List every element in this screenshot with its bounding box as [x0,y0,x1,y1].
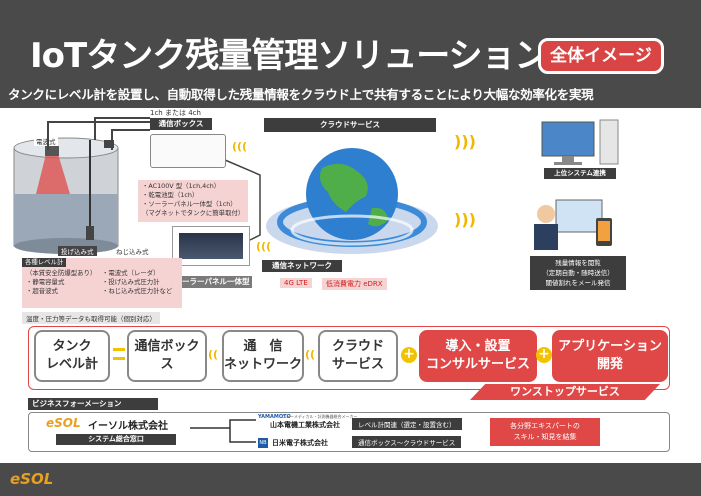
cloud-wave-top-icon: ))) [454,132,476,151]
solar-label: ソーラーパネル一体型 [172,276,252,288]
esol-logo-small: eSOL [46,416,81,430]
comm-box-specs: ・AC100V 型（1ch,4ch） ・乾電池型（1ch） ・ソーラーパネル一体… [138,180,248,222]
esol-footer-logo: eSOL [10,470,54,488]
comm-box-wave-icon: ((( [232,140,248,153]
flow-tank-level: タンク レベル計 [34,330,110,382]
user-illustration [530,198,616,252]
solar-wave-icon: ((( [256,240,272,253]
user-info-box: 残量情報を閲覧 （定期自動・随時送信） 閾値割れをメール発信 [530,256,626,290]
plus-icon-1: + [401,347,417,363]
yamamoto-logo: YAMAMOTO [258,414,291,420]
role2: 通信ボックス〜クラウドサービス [352,436,462,448]
overview-badge: 全体イメージ [538,38,664,74]
level-meter-box: 各種レベル計 （本質安全防爆型あり） ・静電容量式 ・超音波式 ・電波式（レーダ… [22,258,182,308]
pc-illustration [540,118,620,166]
lte-label: 4G LTE [280,278,312,288]
cloud-label: クラウドサービス [264,118,436,132]
level-meter-note: 温度・圧力等データも取得可能（個別対応） [22,312,160,324]
expert-box: 各分野エキスパートの スキル・知見を結集 [490,418,600,446]
flow-wave-icon-2: (( [305,348,316,361]
nb-logo: NB [258,438,268,448]
equals-icon [113,348,125,360]
radar-label: 電波式 [34,136,58,146]
solar-panel [172,226,250,266]
edrx-label: 低消費電力 eDRX [322,278,387,290]
flow-consult: 導入・設置 コンサルサービス [419,330,537,382]
flow-app: アプリケーション 開発 [552,330,668,382]
page-subtitle: タンクにレベル計を設置し、自動取得した残量情報をクラウド上で共有することにより大… [8,87,594,102]
tank-illustration [12,132,122,254]
flow-frame [28,326,670,390]
business-frame [28,412,670,452]
business-connector [190,419,256,443]
company-name: イーソル株式会社 [88,421,168,432]
partner2-name: 日米電子株式会社 [272,439,328,447]
insert-label: 投げ込み式 [58,246,97,256]
screw-label: ねじ込み式 [116,248,149,256]
globe-illustration [262,138,442,258]
cloud-wave-bottom-icon: ))) [454,210,476,229]
upper-system-label: 上位システム連携 [544,168,616,179]
flow-comm-box: 通信ボックス [127,330,207,382]
onestop-ribbon: ワンストップサービス [470,384,660,400]
partner1-sub: ニューメディカル・計測機器総合メーカー [282,414,358,419]
window-label: システム総合窓口 [56,434,176,445]
flow-wave-icon-1: (( [208,348,219,361]
flow-cloud: クラウド サービス [318,330,398,382]
partner1-name: 山本電機工業株式会社 [270,421,340,429]
plus-icon-2: + [536,347,552,363]
page-title: IoTタンク残量管理ソリューション [30,36,549,76]
channel-label: 1ch または 4ch [150,109,201,117]
business-title: ビジネスフォーメーション [28,398,158,410]
network-label: 通信ネットワーク [262,260,342,272]
comm-box-label: 通信ボックス [150,118,212,130]
footer-bar [0,463,701,496]
flow-network: 通 信 ネットワーク [222,330,304,382]
role1: レベル計関連（選定・設置含む） [352,418,462,430]
comm-box-device [150,134,226,168]
